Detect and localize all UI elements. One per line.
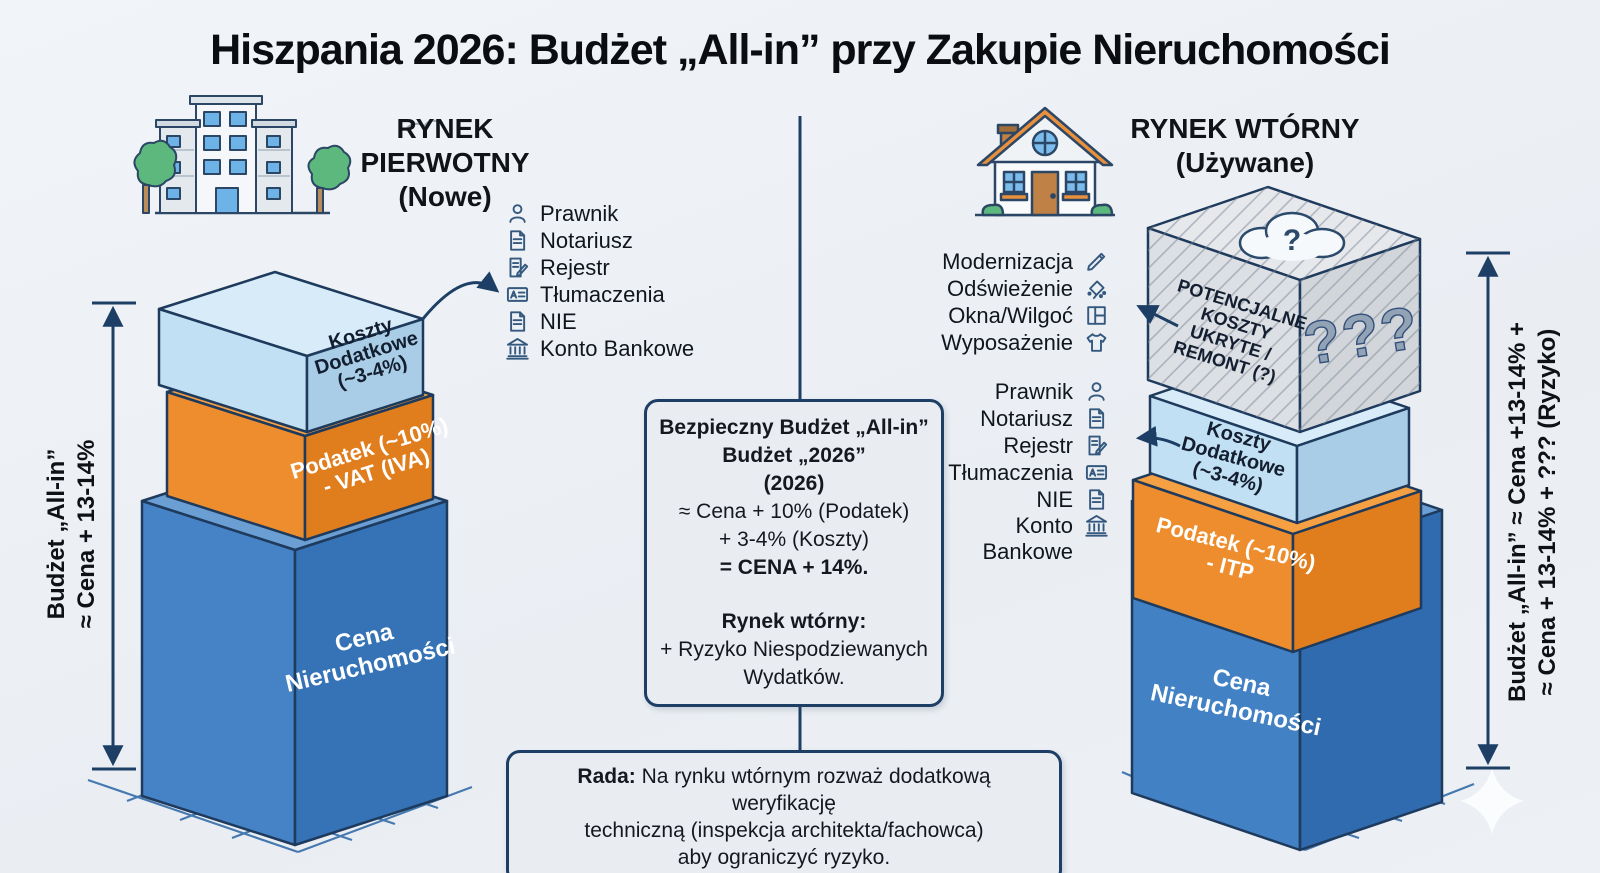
translate-icon [505,283,529,307]
left-services-list: Prawnik Notariusz Rejestr Tłumaczenia NI… [505,200,694,362]
summary-line: + Ryzyko Niespodziewanych [660,638,928,661]
svg-text:Budżet „All-in”: Budżet „All-in” [43,449,70,620]
list-item-label: Prawnik [994,378,1073,404]
left-measure-arrow [92,301,136,771]
list-item-label: Rejestr [1003,432,1073,458]
list-item: Prawnik [908,378,1108,405]
list-item-label: Okna/Wilgoć [948,302,1073,328]
hidden-block-to-renovation-arrow [1136,305,1179,328]
list-item: Notariusz [505,227,694,254]
summary-spacer [653,582,935,608]
list-item: Notariusz [908,405,1108,432]
list-item: Modernizacja [908,248,1108,275]
svg-text:≈ Cena + 13-14% + ??? (Ryzyko): ≈ Cena + 13-14% + ??? (Ryzyko) [1534,329,1561,696]
svg-text:?: ? [1283,224,1301,257]
advice-label: Rada: [577,765,636,788]
right-costs-label: Koszty Dodatkowe (~3-4%) [1179,418,1288,498]
list-item: Rejestr [908,432,1108,459]
left-costs-to-services-arrow [420,271,500,321]
right-heading: RYNEK WTÓRNY [1130,113,1360,144]
list-item-label: Odświeżenie [947,275,1073,301]
list-item-label: Konto Bankowe [982,513,1073,564]
summary-line: + 3-4% (Koszty) [719,528,869,551]
left-measure-label: Budżet „All-in” ≈ Cena + 13-14% [43,440,100,629]
left-subheading: (Nowe) [398,181,492,212]
svg-text:Budżet „All-in” ≈ Cena +13-14%: Budżet „All-in” ≈ Cena +13-14% + [1504,322,1531,702]
page-title: Hiszpania 2026: Budżet „All-in” przy Zak… [210,26,1391,74]
document-icon [505,229,529,253]
list-item: Wyposażenie [908,329,1108,356]
list-item-label: Wyposażenie [941,329,1073,355]
document-pen-icon [505,256,529,280]
paint-icon [1084,277,1108,301]
list-item-label: NIE [540,308,577,334]
summary-line: (2026) [763,472,825,495]
person-icon [1084,380,1108,404]
pencil-icon [1084,250,1108,274]
svg-text:≈ Cena + 13-14%: ≈ Cena + 13-14% [73,440,100,629]
question-cloud-icon: ? [1238,211,1346,261]
summary-line: = CENA + 14%. [719,556,869,579]
list-item-label: Rejestr [540,254,610,280]
list-item-label: Notariusz [540,227,633,253]
advice-text: Na rynku wtórnym rozważ dodatkową weryfi… [641,765,991,815]
right-services-list: Prawnik Notariusz Rejestr Tłumaczenia NI… [908,378,1108,565]
summary-line: ≈ Cena + 10% (Podatek) [678,500,910,523]
budget-summary-box: Bezpieczny Budżet „All-in” Budżet „2026”… [644,399,944,707]
document-icon [1084,407,1108,431]
apartment-building-icon [133,95,440,215]
left-heading: RYNEK PIERWOTNY [360,113,530,178]
right-stack-hidden-block [1146,185,1422,434]
list-item: Konto Bankowe [908,513,1108,565]
list-item: Tłumaczenia [908,459,1108,486]
shirt-icon [1084,331,1108,355]
advice-box: Rada: Na rynku wtórnym rozważ dodatkową … [506,750,1062,873]
list-item: Konto Bankowe [505,335,694,362]
advice-line: aby ograniczyć ryzyko. [677,846,891,869]
left-stack-costs-block [157,270,425,434]
list-item-label: NIE [1036,486,1073,512]
right-subheading: (Używane) [1175,147,1315,178]
document-icon [1084,488,1108,512]
list-item: Okna/Wilgoć [908,302,1108,329]
list-item-label: Tłumaczenia [540,281,665,307]
bank-icon [1084,513,1108,537]
list-item: Tłumaczenia [505,281,694,308]
left-column-heading: RYNEK PIERWOTNY (Nowe) [330,112,560,214]
list-item-label: Prawnik [540,200,619,226]
list-item-label: Konto Bankowe [540,335,695,361]
list-item: Odświeżenie [908,275,1108,302]
list-item: Prawnik [505,200,694,227]
document-icon [505,310,529,334]
summary-line: Rynek wtórny: [721,610,867,633]
document-pen-icon [1084,434,1108,458]
list-item-label: Modernizacja [942,248,1073,274]
list-item: Rejestr [505,254,694,281]
sparkle-decoration [1460,768,1524,834]
summary-line: Budżet „2026” [722,444,866,467]
summary-line: Wydatków. [743,666,845,689]
right-costs-to-services-arrow [1135,425,1181,448]
summary-line: Bezpieczny Budżet „All-in” [659,416,929,439]
window-icon [1084,304,1108,328]
house-icon [975,106,1115,217]
list-item: NIE [908,486,1108,513]
list-item-label: Tłumaczenia [948,459,1073,485]
list-item-label: Notariusz [980,405,1073,431]
translate-icon [1084,461,1108,485]
advice-line: Rada: Na rynku wtórnym rozważ dodatkową … [523,763,1045,817]
right-column-heading: RYNEK WTÓRNY (Używane) [1130,112,1360,180]
right-measure-label: Budżet „All-in” ≈ Cena +13-14% + ≈ Cena … [1504,322,1561,702]
advice-line: techniczną (inspekcja architekta/fachowc… [584,819,984,842]
person-icon [505,202,529,226]
list-item: NIE [505,308,694,335]
right-renovation-list: Modernizacja Odświeżenie Okna/Wilgoć Wyp… [908,248,1108,356]
right-measure-arrow [1466,251,1510,770]
bank-icon [505,337,529,361]
